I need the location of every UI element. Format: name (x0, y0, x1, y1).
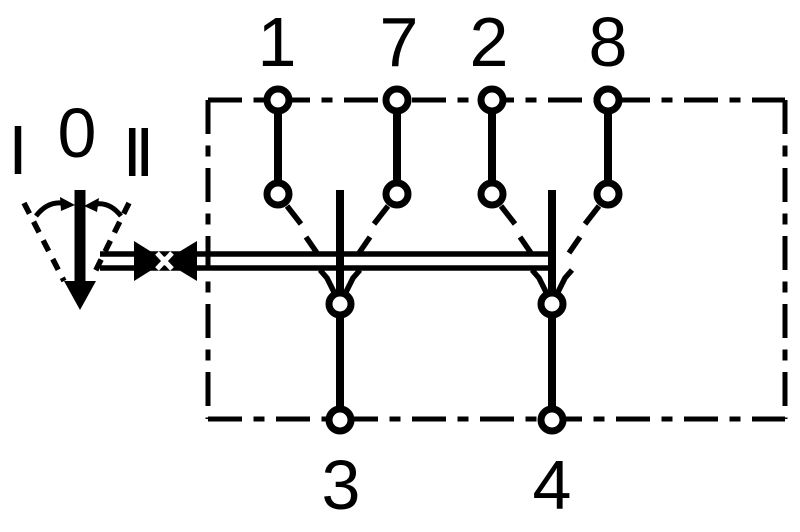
terminal-7-top-contact (382, 85, 412, 115)
terminal-7-label: 7 (380, 3, 419, 81)
terminal-7-lower-contact (382, 179, 412, 209)
terminal-8-blade-tail (582, 204, 602, 226)
terminal-2-label: 2 (470, 3, 509, 81)
terminal-4-label: 4 (533, 446, 572, 524)
terminal-1-label: 1 (258, 3, 297, 81)
swing-arrow-right-icon (95, 201, 123, 218)
swing-arrow-left-head-icon (60, 197, 75, 211)
position-label-I: I (8, 111, 27, 189)
lever-down-arrow-icon (64, 190, 96, 310)
terminal-2-lower-contact (477, 179, 507, 209)
lever-travel-left-dash (21, 201, 67, 283)
swing-arrow-left-icon (34, 200, 62, 218)
terminal-8-blade-dash (566, 235, 583, 255)
terminal-3-label: 3 (322, 446, 361, 524)
terminal-1-lower-contact (263, 179, 293, 209)
bridge-4-fork-contact (537, 289, 567, 319)
lever-travel-right-dash (89, 201, 132, 280)
position-label-II: II (123, 113, 148, 191)
solid-shapes: I 0 II 1 7 2 8 3 4 (8, 3, 627, 524)
fork-contact-icon (555, 268, 575, 294)
coupling-bowtie-left-triangle (134, 241, 166, 281)
terminal-8-lower-contact (593, 179, 623, 209)
terminal-8 (566, 85, 623, 255)
bridge-3-fork-contact (325, 289, 355, 319)
fork-contact-icon (343, 268, 363, 294)
fork-contact-icon (317, 268, 337, 294)
terminal-8-top-contact (593, 85, 623, 115)
terminal-2 (477, 85, 534, 255)
terminal-2-blade-dash (517, 235, 534, 255)
swing-arrow-right-head-icon (84, 198, 99, 212)
linework (21, 85, 788, 435)
terminal-2-top-contact (477, 85, 507, 115)
terminal-2-blade-tail (498, 204, 518, 226)
fork-contact-icon (529, 268, 549, 294)
terminal-4-contact (537, 405, 567, 435)
terminal-8-label: 8 (589, 3, 628, 81)
terminal-7 (356, 85, 412, 255)
coupling-bowtie-icon (134, 241, 197, 281)
terminal-1-blade-tail (284, 204, 304, 226)
terminal-1 (263, 85, 320, 255)
lever-travel (21, 200, 132, 283)
terminal-3-contact (325, 405, 355, 435)
terminal-7-blade-dash (356, 235, 373, 255)
position-label-0: 0 (58, 94, 97, 172)
terminal-1-top-contact (263, 85, 293, 115)
bridge-contact-3 (317, 190, 363, 435)
terminal-7-blade-tail (371, 204, 391, 226)
coupling-cross-mark (155, 251, 174, 271)
coupling-bowtie-right-triangle (164, 241, 197, 281)
terminal-1-blade-dash (303, 235, 320, 255)
bridge-contact-4 (529, 190, 575, 435)
